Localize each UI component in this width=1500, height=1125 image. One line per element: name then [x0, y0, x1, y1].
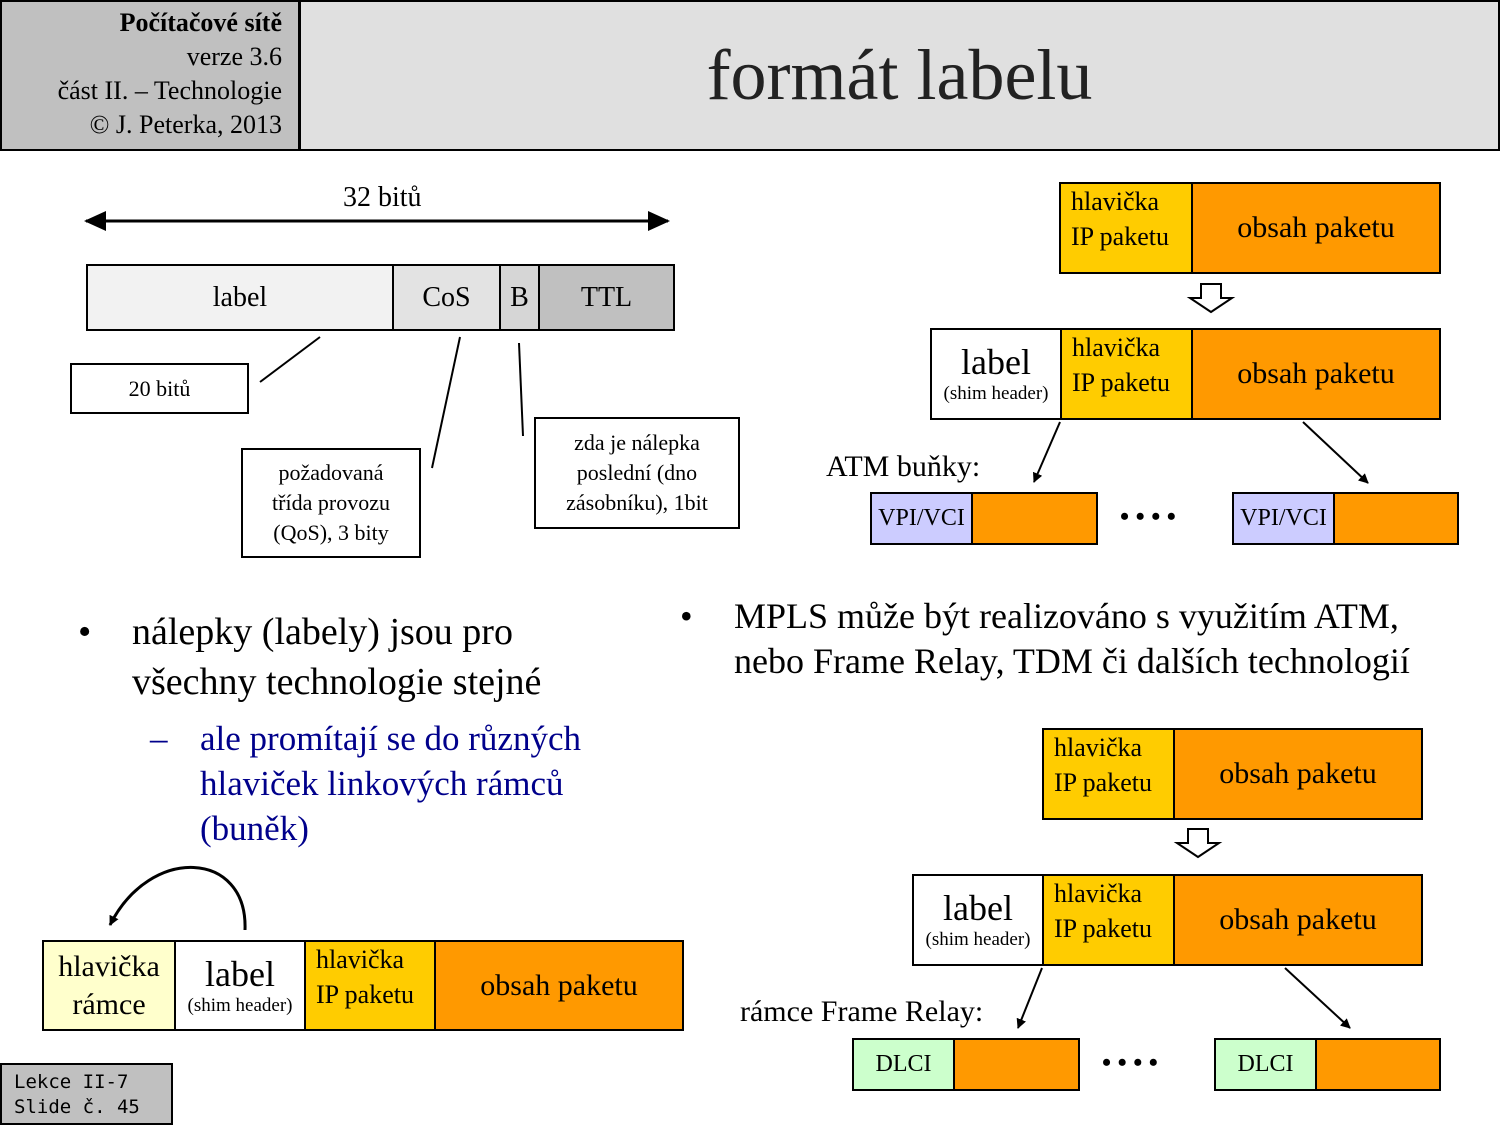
field-label: label	[86, 264, 394, 331]
frame-header-line: hlavička	[58, 949, 160, 983]
atm-arrow-left	[1032, 421, 1061, 483]
fr-frame-header: DLCI	[1214, 1038, 1317, 1091]
bullet-text-left: nálepky (labely) jsou pro všechny techno…	[132, 607, 541, 707]
course-title: Počítačové sítě	[119, 8, 282, 37]
shim-text: (shim header)	[943, 383, 1049, 404]
bullet-line: nebo Frame Relay, TDM či dalších technol…	[734, 641, 1410, 681]
title-bar	[299, 0, 1500, 151]
sub-bullet-marker: –	[150, 719, 168, 758]
note-line: poslední (dno	[576, 460, 698, 485]
sub-bullet-line: ale promítají se do různých	[200, 719, 581, 758]
label-block: label (shim header)	[174, 940, 306, 1031]
field-ttl: TTL	[538, 264, 675, 331]
ip-header-block: hlavička IP paketu	[1042, 874, 1175, 966]
slide-title: formát labelu	[706, 35, 1093, 115]
ip-header-line: hlavička	[1072, 333, 1161, 362]
fr-dots: • • • •	[1102, 1048, 1158, 1077]
ip-header-line: hlavička	[1071, 187, 1160, 216]
atm-caption: ATM buňky:	[826, 450, 981, 483]
payload-block: obsah paketu	[1173, 874, 1423, 966]
atm-cell-payload	[1333, 492, 1459, 545]
note-line: zásobníku), 1bit	[566, 490, 708, 515]
ip-header-block: hlavička IP paketu	[1059, 182, 1193, 274]
shim-text: (shim header)	[187, 994, 293, 1016]
payload-block: obsah paketu	[1173, 728, 1423, 820]
ip-header-line: IP paketu	[316, 980, 414, 1009]
course-info-box: Počítačové sítě verze 3.6 část II. – Tec…	[0, 0, 300, 151]
frame-header-block: hlavička rámce	[42, 940, 176, 1031]
course-part: část II. – Technologie	[57, 76, 282, 105]
label-text: label	[961, 342, 1031, 382]
bullet-line: všechny technologie stejné	[132, 661, 542, 703]
payload-block: obsah paketu	[434, 940, 684, 1031]
ip-header-line: IP paketu	[1054, 768, 1152, 797]
atm-cell-header: VPI/VCI	[870, 492, 973, 545]
field-b: B	[499, 264, 540, 331]
atm-cell-payload	[971, 492, 1098, 545]
ip-header-block: hlavička IP paketu	[1060, 328, 1193, 420]
note-label-bits: 20 bitů	[70, 363, 249, 414]
field-cos: CoS	[392, 264, 501, 331]
note-line: požadovaná	[278, 460, 384, 485]
note-line: třída provozu	[272, 490, 390, 515]
ip-header-block: hlavička IP paketu	[1042, 728, 1175, 820]
bullet-line: nálepky (labely) jsou pro	[132, 611, 513, 653]
sub-bullet-line: (buněk)	[200, 809, 309, 848]
payload-block: obsah paketu	[1191, 328, 1441, 420]
down-arrow-icon	[1173, 828, 1223, 859]
label-text: label	[943, 888, 1013, 928]
slide-footer: Lekce II-7 Slide č. 45	[0, 1063, 173, 1125]
ip-header-line: IP paketu	[1054, 914, 1152, 943]
bullet-marker: •	[78, 611, 92, 653]
slide-number: Slide č. 45	[14, 1096, 140, 1118]
down-arrow-icon	[1186, 283, 1236, 314]
note-line: (QoS), 3 bity	[273, 520, 389, 545]
sub-bullet-text: ale promítají se do různých hlaviček lin…	[200, 716, 581, 851]
width-label: 32 bitů	[343, 182, 422, 213]
ip-header-line: IP paketu	[1072, 368, 1170, 397]
course-copyright: © J. Peterka, 2013	[89, 110, 282, 139]
fr-frame-payload	[953, 1038, 1080, 1091]
fr-caption: rámce Frame Relay:	[740, 995, 984, 1028]
note-b: zda je nálepka poslední (dno zásobníku),…	[534, 417, 740, 529]
frame-header-line: rámce	[72, 987, 146, 1021]
fr-arrow-right	[1284, 967, 1351, 1029]
curved-arrow-icon	[108, 865, 247, 931]
ip-header-line: hlavička	[1054, 733, 1143, 762]
label-bits-pointer	[259, 336, 321, 383]
payload-block: obsah paketu	[1191, 182, 1441, 274]
course-version: verze 3.6	[186, 42, 282, 71]
bullet-text-right: MPLS může být realizováno s využitím ATM…	[734, 594, 1410, 684]
fr-arrow-left	[1016, 967, 1043, 1029]
atm-dots: • • • •	[1120, 502, 1176, 531]
label-text: label	[205, 953, 275, 994]
ip-header-line: IP paketu	[1071, 222, 1169, 251]
sub-bullet-line: hlaviček linkových rámců	[200, 764, 564, 803]
cos-pointer	[431, 336, 461, 469]
fr-frame-payload	[1315, 1038, 1441, 1091]
ip-header-line: hlavička	[316, 945, 405, 974]
label-block: label (shim header)	[912, 874, 1044, 966]
note-line: zda je nálepka	[574, 430, 700, 455]
bullet-line: MPLS může být realizováno s využitím ATM…	[734, 596, 1399, 636]
fr-frame-header: DLCI	[852, 1038, 955, 1091]
atm-cell-header: VPI/VCI	[1232, 492, 1335, 545]
ip-header-block: hlavička IP paketu	[304, 940, 436, 1031]
label-block: label (shim header)	[930, 328, 1062, 420]
shim-text: (shim header)	[925, 929, 1031, 950]
ip-header-line: hlavička	[1054, 879, 1143, 908]
lecture-number: Lekce II-7	[14, 1071, 129, 1093]
bullet-marker: •	[680, 596, 693, 636]
note-cos: požadovaná třída provozu (QoS), 3 bity	[241, 448, 421, 558]
atm-arrow-right	[1302, 421, 1369, 484]
b-pointer	[518, 342, 524, 437]
